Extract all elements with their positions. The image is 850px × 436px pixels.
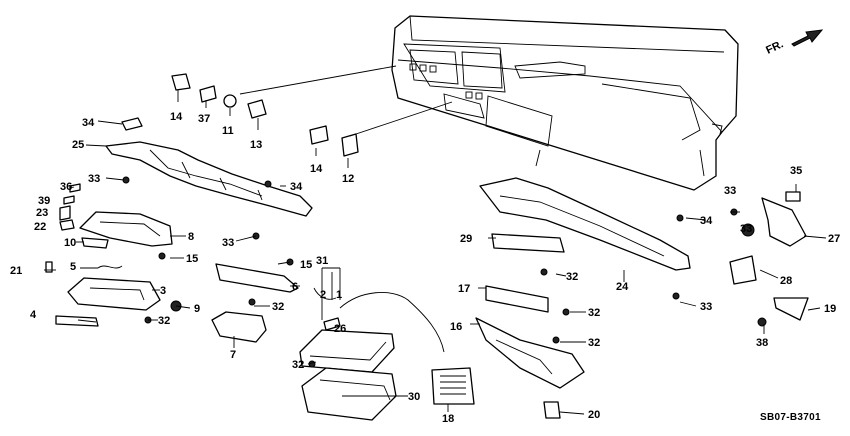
callout-1: 1 — [336, 289, 342, 301]
callout-32f: 32 — [588, 337, 600, 349]
pocket-frame — [491, 233, 565, 253]
callout-32d: 32 — [566, 271, 578, 283]
callout-33b: 33 — [222, 237, 234, 249]
callout-19: 19 — [824, 303, 836, 315]
leader-lines — [44, 90, 827, 415]
callout-33e: 33 — [740, 223, 752, 235]
callout-12: 12 — [342, 173, 354, 185]
clip-bracket — [543, 401, 561, 419]
dashboard-illustration — [391, 15, 739, 191]
callout-38: 38 — [756, 337, 768, 349]
callout-33d: 33 — [724, 185, 736, 197]
callout-7: 7 — [230, 349, 236, 361]
callout-33: 33 — [88, 173, 100, 185]
callout-2: 2 — [320, 289, 326, 301]
center-pocket — [431, 367, 475, 405]
callout-10: 10 — [64, 237, 76, 249]
fasteners — [45, 176, 801, 368]
callout-22: 22 — [34, 221, 46, 233]
callout-18: 18 — [442, 413, 454, 425]
callout-4: 4 — [30, 309, 37, 321]
callout-5: 5 — [70, 261, 76, 273]
callout-34: 34 — [82, 117, 95, 129]
callout-28: 28 — [780, 275, 792, 287]
side-bracket — [761, 197, 807, 247]
callout-21: 21 — [10, 265, 22, 277]
center-support-bracket — [479, 177, 691, 271]
callout-36: 36 — [60, 181, 72, 193]
trim-strip — [55, 315, 99, 327]
small-switch-parts — [121, 65, 541, 167]
callout-33c: 33 — [700, 301, 712, 313]
callout-25: 25 — [72, 139, 84, 151]
ashtray-holder — [67, 277, 161, 311]
callout-numbers: 34 14 37 11 13 25 33 36 39 23 22 10 8 15… — [10, 111, 840, 425]
callout-26: 26 — [334, 323, 346, 335]
side-trim — [729, 255, 757, 285]
callout-14: 14 — [170, 111, 183, 123]
callout-14b: 14 — [310, 163, 323, 175]
callout-6: 6 — [292, 281, 298, 293]
glove-box-assembly — [299, 292, 445, 373]
callout-30: 30 — [408, 391, 420, 403]
callout-35: 35 — [790, 165, 802, 177]
lower-panel — [475, 317, 585, 389]
callout-32e: 32 — [588, 307, 600, 319]
callout-34b: 34 — [290, 181, 303, 193]
hood-release-handle — [773, 297, 809, 321]
callout-39: 39 — [38, 195, 50, 207]
callout-29: 29 — [460, 233, 472, 245]
front-label: FR. — [764, 38, 785, 56]
garnish-strip — [485, 285, 549, 313]
callout-17: 17 — [458, 283, 470, 295]
glove-box-drawer — [301, 367, 397, 421]
under-cover-strip — [215, 263, 299, 293]
callout-37: 37 — [198, 113, 210, 125]
dash-frame-bracket — [105, 141, 313, 217]
front-direction-arrow: FR. — [764, 29, 824, 57]
callout-27: 27 — [828, 233, 840, 245]
callout-31: 31 — [316, 255, 328, 267]
callout-32a: 32 — [272, 301, 284, 313]
glove-box-bracket — [79, 211, 173, 249]
callout-34c: 34 — [700, 215, 713, 227]
callout-16: 16 — [450, 321, 462, 333]
callout-8: 8 — [188, 231, 194, 243]
callout-13: 13 — [250, 139, 262, 151]
callout-3: 3 — [160, 285, 166, 297]
callout-32b: 32 — [158, 315, 170, 327]
callout-20: 20 — [588, 409, 600, 421]
callout-23: 23 — [36, 207, 48, 219]
callout-32c: 32 — [292, 359, 304, 371]
callout-15b: 15 — [300, 259, 312, 271]
callout-24: 24 — [616, 281, 629, 293]
pocket-lid — [211, 311, 267, 343]
callout-15a: 15 — [186, 253, 198, 265]
callout-11: 11 — [222, 125, 234, 137]
callout-9: 9 — [194, 303, 200, 315]
diagram-code: SB07-B3701 — [760, 412, 821, 423]
